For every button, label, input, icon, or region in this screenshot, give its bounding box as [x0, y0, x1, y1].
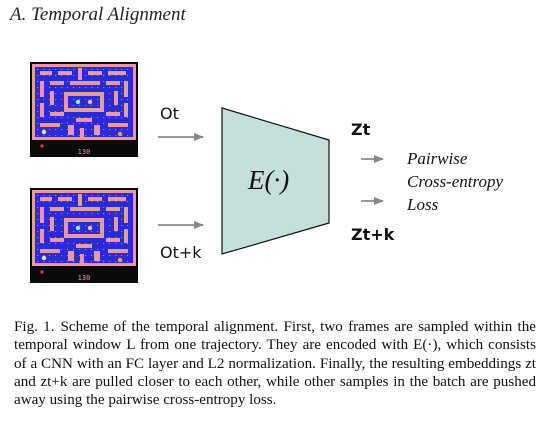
section-title: A. Temporal Alignment	[10, 4, 186, 25]
score-text: 130	[78, 148, 91, 156]
embedding-t-plus-k-label: Zt+k	[351, 225, 395, 244]
loss-label-line-1: Pairwise	[407, 149, 468, 168]
encoder-trapezoid	[221, 107, 330, 255]
frame-t-label: Ot	[160, 104, 179, 123]
game-frame-t: 130	[30, 62, 138, 157]
embedding-t-label: Zt	[351, 120, 371, 139]
game-frame-t-plus-k: 130	[30, 188, 138, 283]
frame-t-plus-k-label: Ot+k	[160, 243, 202, 262]
score-text: 130	[78, 274, 91, 282]
pacman-maze-image: 130	[30, 188, 138, 283]
pacman-maze-image: 130	[30, 62, 138, 157]
caption-label: Fig. 1.	[14, 319, 55, 335]
encoder-label: E(·)	[248, 165, 290, 195]
diagram-svg	[158, 107, 384, 255]
loss-label-line-3: Loss	[407, 195, 439, 214]
loss-label-line-2: Cross-entropy	[407, 172, 504, 191]
figure-caption: Fig. 1.Scheme of the temporal alignment.…	[14, 318, 536, 409]
caption-text: Scheme of the temporal alignment. First,…	[14, 319, 536, 409]
